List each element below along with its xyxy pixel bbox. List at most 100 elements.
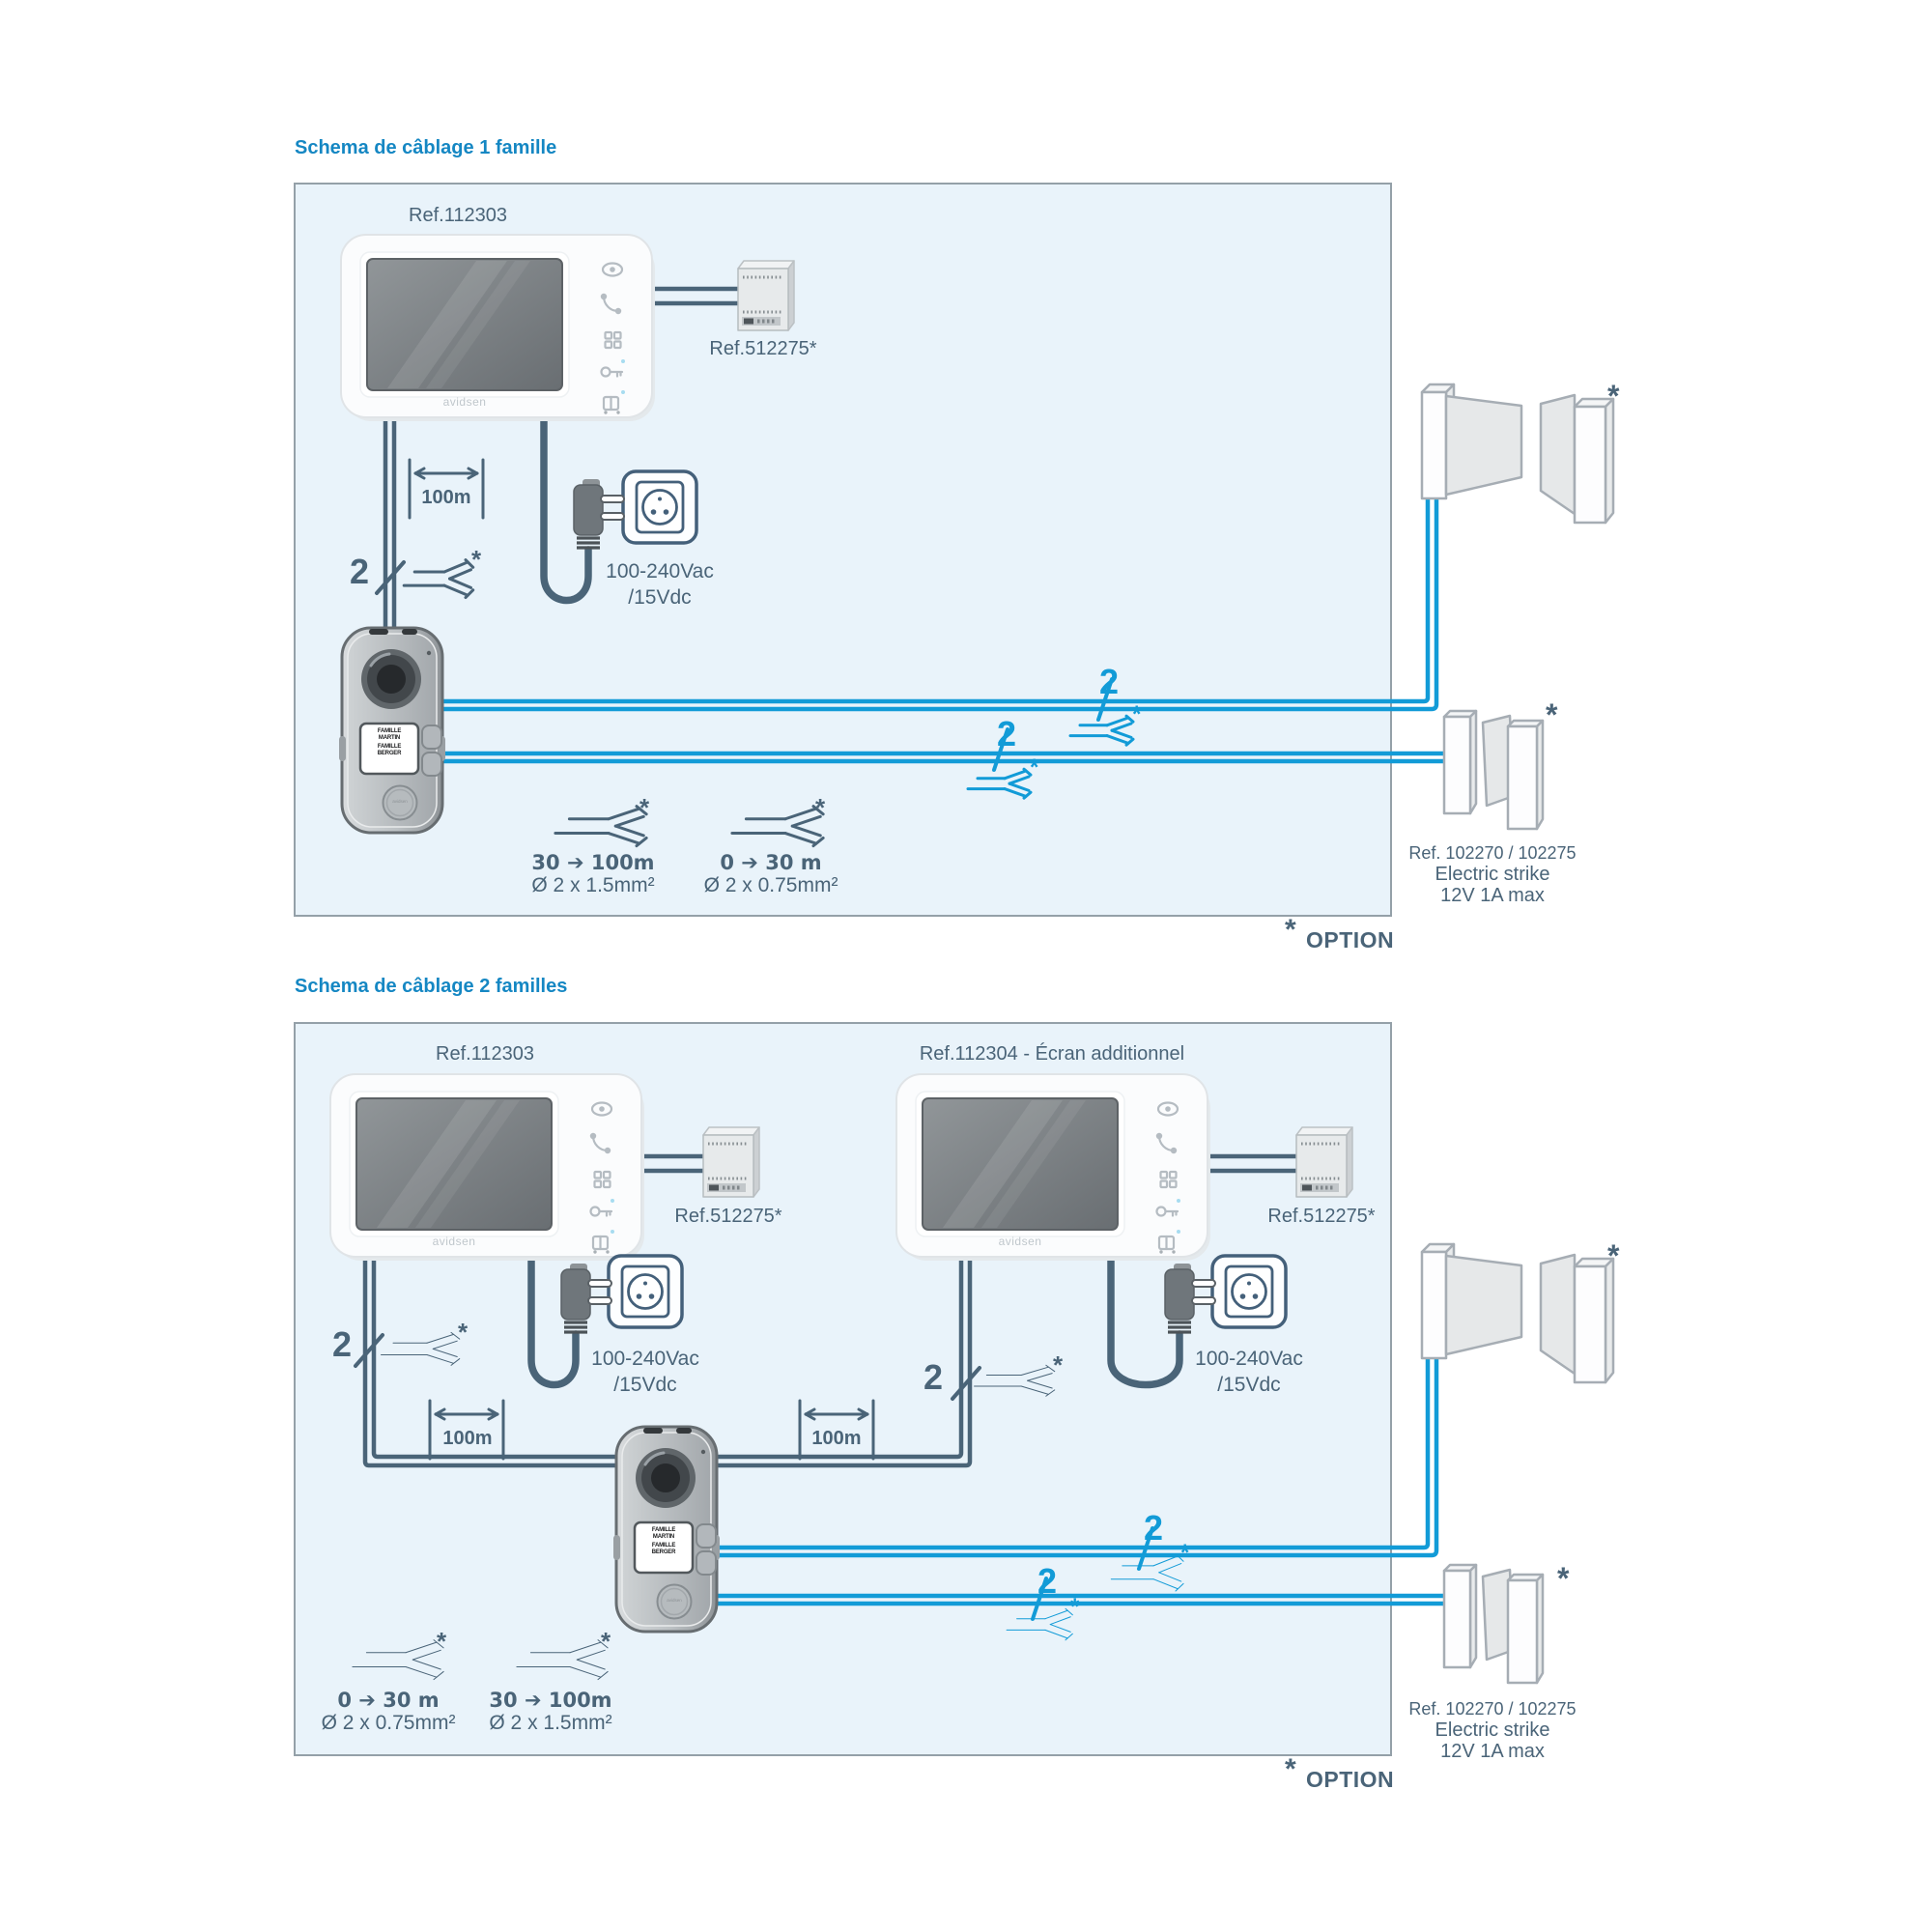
gate-illustration xyxy=(1420,383,1615,525)
monitor2-to-module-wires xyxy=(1206,1153,1298,1174)
bus-module-device xyxy=(736,259,796,332)
power-outlet-icon xyxy=(621,469,698,545)
diagram1-graphics xyxy=(294,183,1615,917)
cable-asterisk: * xyxy=(639,793,650,822)
door-station-brand: avidsen xyxy=(392,799,408,804)
power-cord-1 xyxy=(527,1252,580,1389)
cable-spec-range: 0 ➔ 30 m xyxy=(337,1689,440,1712)
cable-spec-section: Ø 2 x 0.75mm² xyxy=(321,1712,456,1734)
cable-spec-long: 30 ➔ 100m Ø 2 x 1.5mm² xyxy=(454,1690,647,1735)
bus-module-ref-label: Ref.512275* xyxy=(709,338,817,359)
slate-cable-symbols xyxy=(352,1331,1056,1681)
strike-name-label: Electric strike xyxy=(1435,864,1550,885)
cable-asterisk: * xyxy=(458,1318,469,1347)
distance-label-1: 100m xyxy=(442,1428,493,1449)
strike-ref-label: Ref. 102270 / 102275 xyxy=(1408,843,1577,863)
door-station-brand: avidsen xyxy=(667,1598,682,1603)
nameplate-line: MARTIN xyxy=(652,1533,675,1540)
power-outlet1-icon xyxy=(607,1254,684,1329)
strike-rating-label: 12V 1A max xyxy=(1440,885,1545,906)
gate-asterisk: * xyxy=(1607,1238,1620,1273)
strike-caption: Ref. 102270 / 102275 Electric strike 12V… xyxy=(1381,1698,1604,1762)
monitor1-to-doorstation-wires xyxy=(362,1257,624,1468)
cable-spec-short: 0 ➔ 30 m Ø 2 x 0.75mm² xyxy=(674,852,867,897)
wire-count-slash xyxy=(951,1366,981,1401)
nameplate-line: BERGER xyxy=(377,751,402,757)
cyan-cable-symbols xyxy=(1006,1526,1184,1641)
monitor1-device xyxy=(328,1072,646,1263)
wire-count-slash xyxy=(354,1333,384,1368)
diagram1-title: Schema de câblage 1 famille xyxy=(295,137,557,158)
cable-spec-range: 30 ➔ 100m xyxy=(489,1689,612,1712)
bus-module2-device xyxy=(1294,1125,1354,1199)
electric-strike-illustration xyxy=(1442,1563,1545,1685)
bus-module2-ref-label: Ref.512275* xyxy=(1267,1206,1376,1227)
distance-label-2: 100m xyxy=(811,1428,862,1449)
monitor2-device xyxy=(895,1072,1212,1263)
distance-label: 100m xyxy=(421,487,471,508)
door-station-nameplate: FAMILLE MARTIN FAMILLE BERGER xyxy=(636,1527,692,1556)
strike-asterisk: * xyxy=(1557,1561,1570,1596)
cable-spec-range: 30 ➔ 100m xyxy=(531,851,655,874)
cable-spec-section: Ø 2 x 1.5mm² xyxy=(531,874,655,896)
wire-count-slash xyxy=(992,727,1009,772)
option-asterisk: * xyxy=(1285,914,1296,946)
cable-spec-section: Ø 2 x 1.5mm² xyxy=(489,1712,612,1734)
cyan-cable-symbols xyxy=(966,677,1135,800)
diagram2-title: Schema de câblage 2 familles xyxy=(295,976,568,997)
monitor2-ref-label: Ref.112304 - Écran additionnel xyxy=(919,1043,1185,1065)
cable-asterisk: * xyxy=(471,545,482,574)
power-cord-2 xyxy=(1107,1252,1183,1389)
gate-illustration xyxy=(1420,1242,1615,1384)
strike-rating-label: 12V 1A max xyxy=(1440,1741,1545,1762)
nameplate-line: FAMILLE xyxy=(377,744,402,751)
gate-asterisk: * xyxy=(1607,379,1620,413)
strike-caption: Ref. 102270 / 102275 Electric strike 12V… xyxy=(1381,842,1604,906)
power-line1: 100-240Vac xyxy=(606,560,714,582)
cable-spec-section: Ø 2 x 0.75mm² xyxy=(703,874,838,896)
nameplate-line: MARTIN xyxy=(378,734,401,741)
power-line1: 100-240Vac xyxy=(591,1348,699,1370)
wire-count-label: 2 xyxy=(1144,1508,1164,1548)
cable-asterisk: * xyxy=(1053,1350,1064,1379)
power-rating-label: 100-240Vac /15Vdc xyxy=(563,558,756,611)
cable-asterisk: * xyxy=(437,1627,447,1656)
power-rating-label-1: 100-240Vac /15Vdc xyxy=(549,1346,742,1398)
doorstation-to-strike-wires xyxy=(442,751,1449,764)
monitor1-ref-label: Ref.112303 xyxy=(436,1043,534,1065)
door-station-nameplate: FAMILLE MARTIN FAMILLE BERGER xyxy=(361,728,417,757)
wire-count-label: 2 xyxy=(997,714,1017,753)
monitor-brand-label: avidsen xyxy=(442,395,487,409)
option-asterisk: * xyxy=(1285,1753,1296,1785)
electric-strike-illustration xyxy=(1442,709,1545,831)
nameplate-line: FAMILLE xyxy=(377,728,402,734)
monitor2-brand-label: avidsen xyxy=(998,1235,1042,1248)
strike-ref-label: Ref. 102270 / 102275 xyxy=(1408,1699,1577,1719)
cable-asterisk: * xyxy=(601,1627,611,1656)
monitor2-to-doorstation-wires xyxy=(711,1257,973,1468)
bus-module1-ref-label: Ref.512275* xyxy=(674,1206,782,1227)
cable-asterisk: * xyxy=(815,793,826,822)
wire-count-label: 2 xyxy=(350,552,370,591)
option-label: OPTION xyxy=(1306,1767,1395,1792)
cable-spec-short: 0 ➔ 30 m Ø 2 x 0.75mm² xyxy=(292,1690,485,1735)
doorstation-to-gate-wires xyxy=(717,1350,1439,1558)
doorstation-to-gate-wires xyxy=(442,489,1439,712)
cable-asterisk: * xyxy=(1030,754,1039,781)
diagram2-graphics xyxy=(294,1022,1615,1756)
option-label: OPTION xyxy=(1306,927,1395,952)
nameplate-line: BERGER xyxy=(651,1549,676,1556)
bus-module1-device xyxy=(701,1125,761,1199)
monitor-to-doorstation-wires xyxy=(383,417,397,630)
power-line2: /15Vdc xyxy=(628,586,692,609)
cable-asterisk: * xyxy=(1132,701,1142,727)
slate-cable-symbols xyxy=(375,557,823,846)
wire-count-slash xyxy=(375,560,406,595)
wire-count-label: 2 xyxy=(923,1357,944,1397)
power-cord xyxy=(540,412,592,605)
monitor-to-module-wires xyxy=(652,286,740,306)
monitor1-brand-label: avidsen xyxy=(432,1235,476,1248)
monitor-ref-label: Ref.112303 xyxy=(409,205,507,226)
